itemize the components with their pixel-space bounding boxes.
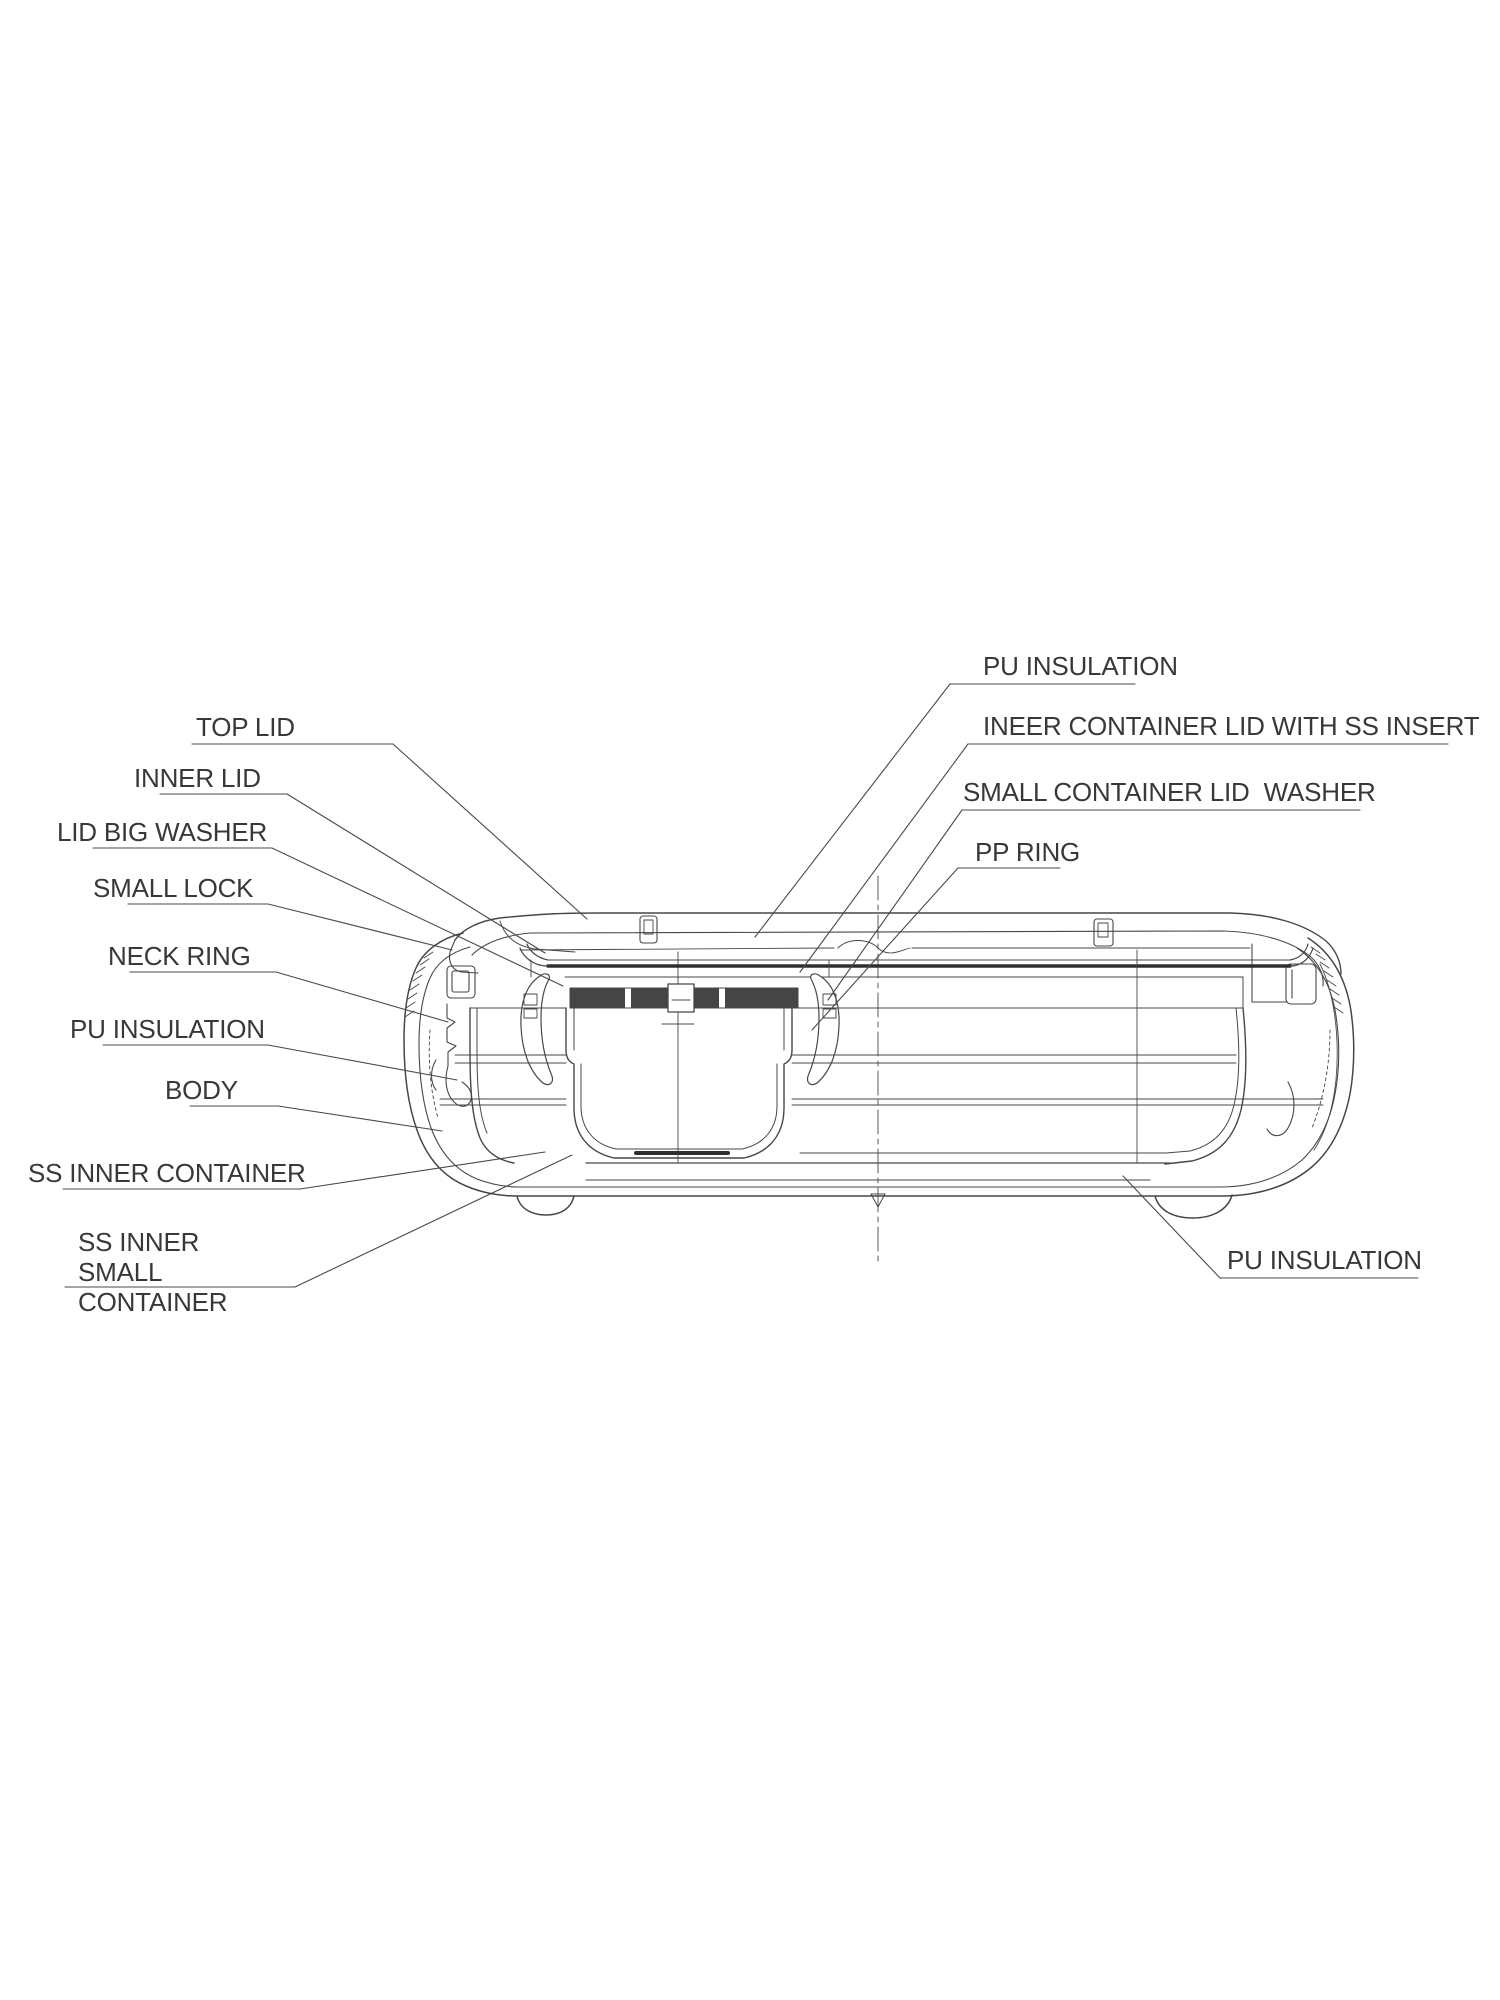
right-knurl-hatch (1310, 946, 1344, 1014)
leader-neck-ring (129, 971, 449, 1023)
leader-lines (62, 683, 1449, 1288)
label-pu-insulation-left: PU INSULATION (70, 1014, 265, 1044)
leader-pu-insulation-left (102, 1044, 458, 1081)
leader-pp-ring (811, 867, 1061, 1031)
small-lock-clip-left (520, 973, 554, 1086)
label-small-lock: SMALL LOCK (93, 873, 254, 903)
label-body: BODY (165, 1075, 238, 1105)
leader-small-lock (127, 903, 453, 951)
lid-clasp-right (1093, 918, 1114, 947)
leader-small-container-lid-washer (827, 809, 1361, 1001)
label-lid-big-washer: LID BIG WASHER (57, 817, 268, 847)
label-neck-ring: NECK RING (108, 941, 251, 971)
label-inner-lid: INNER LID (134, 763, 261, 793)
top-lid-part (448, 912, 1342, 987)
label-ineer-container-lid: INEER CONTAINER LID WITH SS INSERT (983, 711, 1480, 741)
label-top-lid: TOP LID (196, 712, 295, 742)
leader-pu-insulation-top-right (754, 683, 1136, 938)
right-foot (1154, 1194, 1233, 1219)
inner-lid-part (519, 943, 1314, 1009)
left-knurl-hatch (404, 951, 434, 1018)
leader-inner-lid (159, 793, 546, 954)
label-ss-inner-container: SS INNER CONTAINER (28, 1158, 306, 1188)
leader-ss-inner-small-container (64, 1154, 573, 1288)
leader-ss-inner-container (62, 1151, 546, 1190)
right-latch-detail (1251, 943, 1338, 1151)
leader-lid-big-washer (92, 847, 564, 987)
label-pp-ring: PP RING (975, 837, 1081, 867)
lid-center-tab (667, 983, 695, 1013)
center-line (661, 875, 886, 1265)
small-container-part (520, 959, 840, 1159)
body-shell (403, 932, 1355, 1219)
lid-clasp-left (639, 915, 658, 944)
leader-pu-insulation-bottom-right (1122, 1175, 1419, 1279)
label-pu-insulation-top-right: PU INSULATION (983, 651, 1178, 681)
big-container-part (469, 949, 1247, 1165)
leader-top-lid (191, 743, 588, 920)
label-small-container-lid-washer: SMALL CONTAINER LID WASHER (963, 777, 1376, 807)
left-foot (516, 1195, 575, 1216)
interior-lines (439, 1054, 1324, 1181)
label-ss-inner-small-container: SS INNER SMALL CONTAINER (78, 1227, 228, 1317)
label-pu-insulation-bottom-right: PU INSULATION (1227, 1245, 1422, 1275)
neck-ring-detail (430, 965, 476, 1107)
small-lock-clip-right (806, 973, 840, 1086)
leader-ineer-container-lid (799, 743, 1449, 973)
leader-body (189, 1105, 443, 1132)
